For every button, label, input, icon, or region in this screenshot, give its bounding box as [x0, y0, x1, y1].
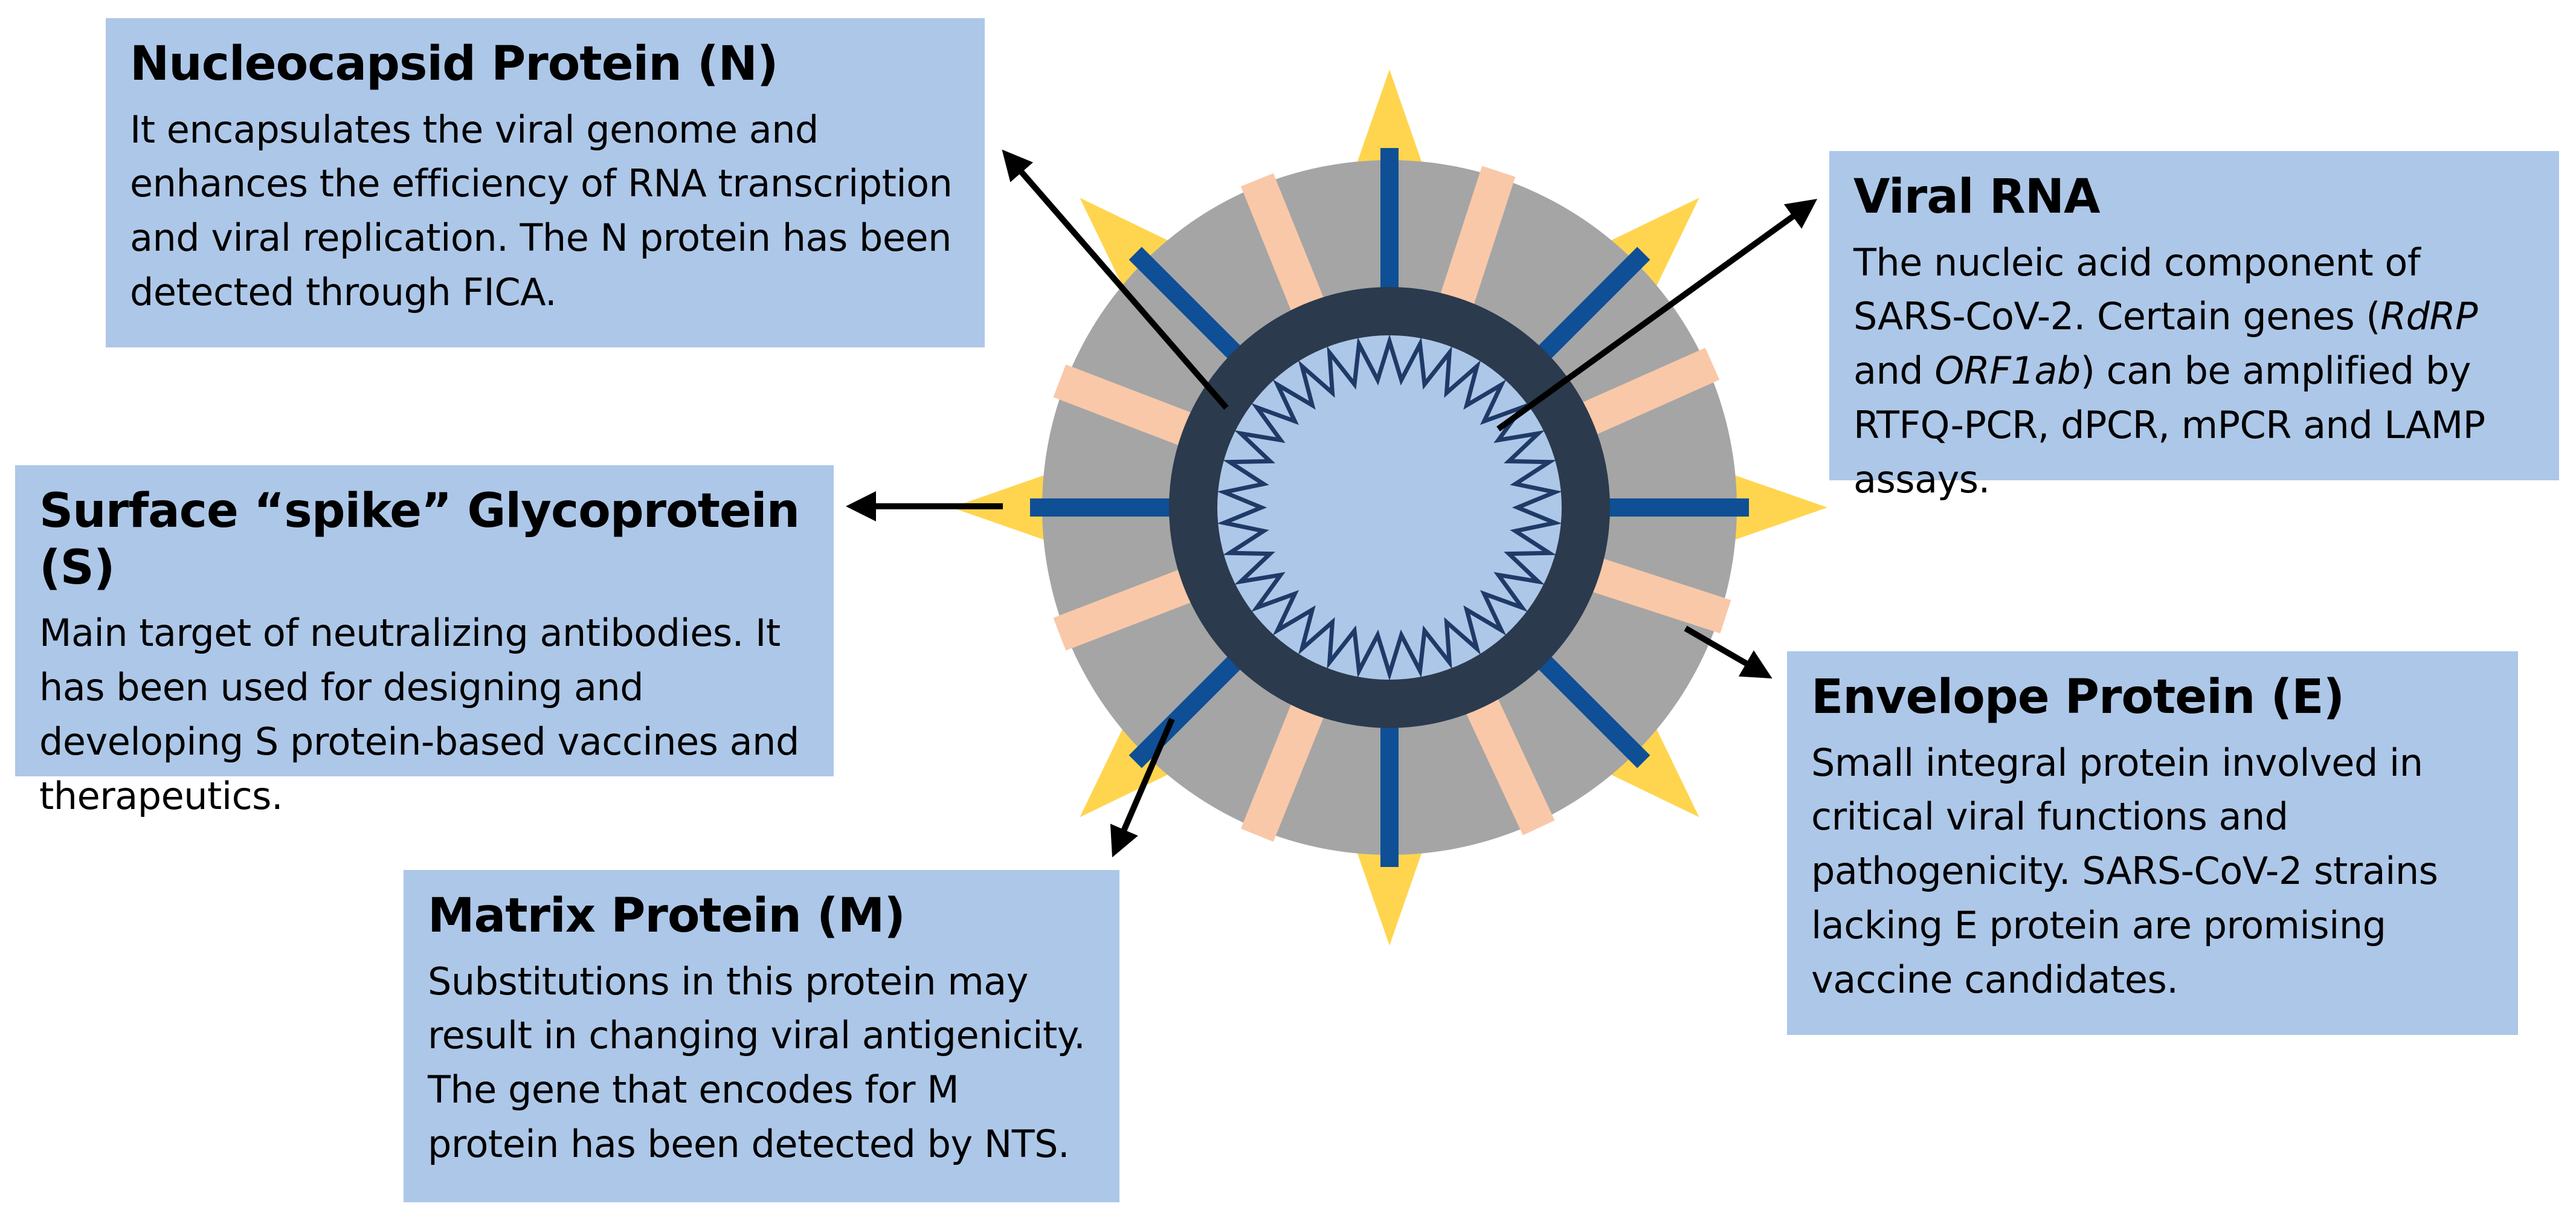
arrow-matrix: [1110, 718, 1175, 858]
peach-spike: [1053, 364, 1199, 448]
peach-spike-group: [1053, 166, 1731, 842]
arrow-nucleocapsid: [1002, 149, 1229, 410]
viral-rna-description: The nucleic acid component of SARS-CoV-2…: [1853, 236, 2535, 507]
yellow-spike-group: [952, 69, 1827, 946]
rna-text-2: and: [1853, 349, 1935, 393]
viral-rna-title: Viral RNA: [1853, 170, 2100, 224]
rna-text-3: ) can be amplified by RTFQ-PCR, dPCR, mP…: [1853, 349, 2485, 502]
peach-spike: [1575, 347, 1720, 438]
rna-text-1: The nucleic acid component of SARS-CoV-2…: [1853, 240, 2421, 339]
peach-spike: [1438, 166, 1516, 312]
rdrp-gene-name: RdRP: [2380, 294, 2478, 339]
matrix-title: Matrix Protein (M): [428, 889, 906, 943]
peach-spike: [1585, 556, 1731, 634]
nucleocapsid-title: Nucleocapsid Protein (N): [130, 37, 779, 91]
arrow-viral-rna: [1496, 199, 1818, 432]
peach-spike: [1463, 691, 1555, 836]
blue-spike-group: [1030, 148, 1749, 867]
blue-spike: [1532, 650, 1650, 768]
yellow-spike: [1590, 198, 1699, 307]
spike-glycoprotein-box: Surface “spike” Glycoprotein (S) Main ta…: [15, 465, 834, 818]
core-circle: [1217, 335, 1562, 680]
yellow-spike: [1350, 831, 1429, 946]
matrix-protein-box: Matrix Protein (M) Substitutions in this…: [404, 870, 1119, 1202]
nucleocapsid-description: It encapsulates the viral genome and enh…: [130, 107, 953, 315]
spike-description: Main target of neutralizing antibodies. …: [39, 611, 799, 818]
envelope-title: Envelope Protein (E): [1811, 670, 2345, 724]
envelope-description: Small integral protein involved in criti…: [1811, 740, 2438, 1002]
yellow-spike: [1350, 69, 1429, 184]
viral-rna-box: Viral RNA The nucleic acid component of …: [1829, 151, 2559, 501]
peach-spike: [1240, 173, 1327, 318]
orf1ab-gene-name: ORF1ab: [1934, 349, 2081, 393]
yellow-spike: [1713, 468, 1827, 547]
spike-title: Surface “spike” Glycoprotein (S): [39, 484, 800, 595]
arrows: [846, 149, 1818, 858]
peach-spike: [1240, 697, 1327, 842]
blue-spike: [1532, 246, 1650, 365]
nucleocapsid-protein-box: Nucleocapsid Protein (N) It encapsulates…: [106, 18, 985, 347]
matrix-description: Substitutions in this protein may result…: [428, 959, 1086, 1167]
yellow-spike: [1080, 708, 1189, 817]
envelope-protein-box: Envelope Protein (E) Small integral prot…: [1787, 651, 2518, 1035]
yellow-spike: [1590, 708, 1699, 817]
yellow-spike: [1080, 198, 1189, 307]
blue-spike: [1129, 246, 1247, 365]
peach-spike: [1053, 567, 1199, 651]
viral-rna-zigzag: [1217, 334, 1562, 681]
blue-spike: [1129, 650, 1247, 768]
yellow-spike: [952, 468, 1066, 547]
arrow-envelope: [1684, 625, 1773, 679]
